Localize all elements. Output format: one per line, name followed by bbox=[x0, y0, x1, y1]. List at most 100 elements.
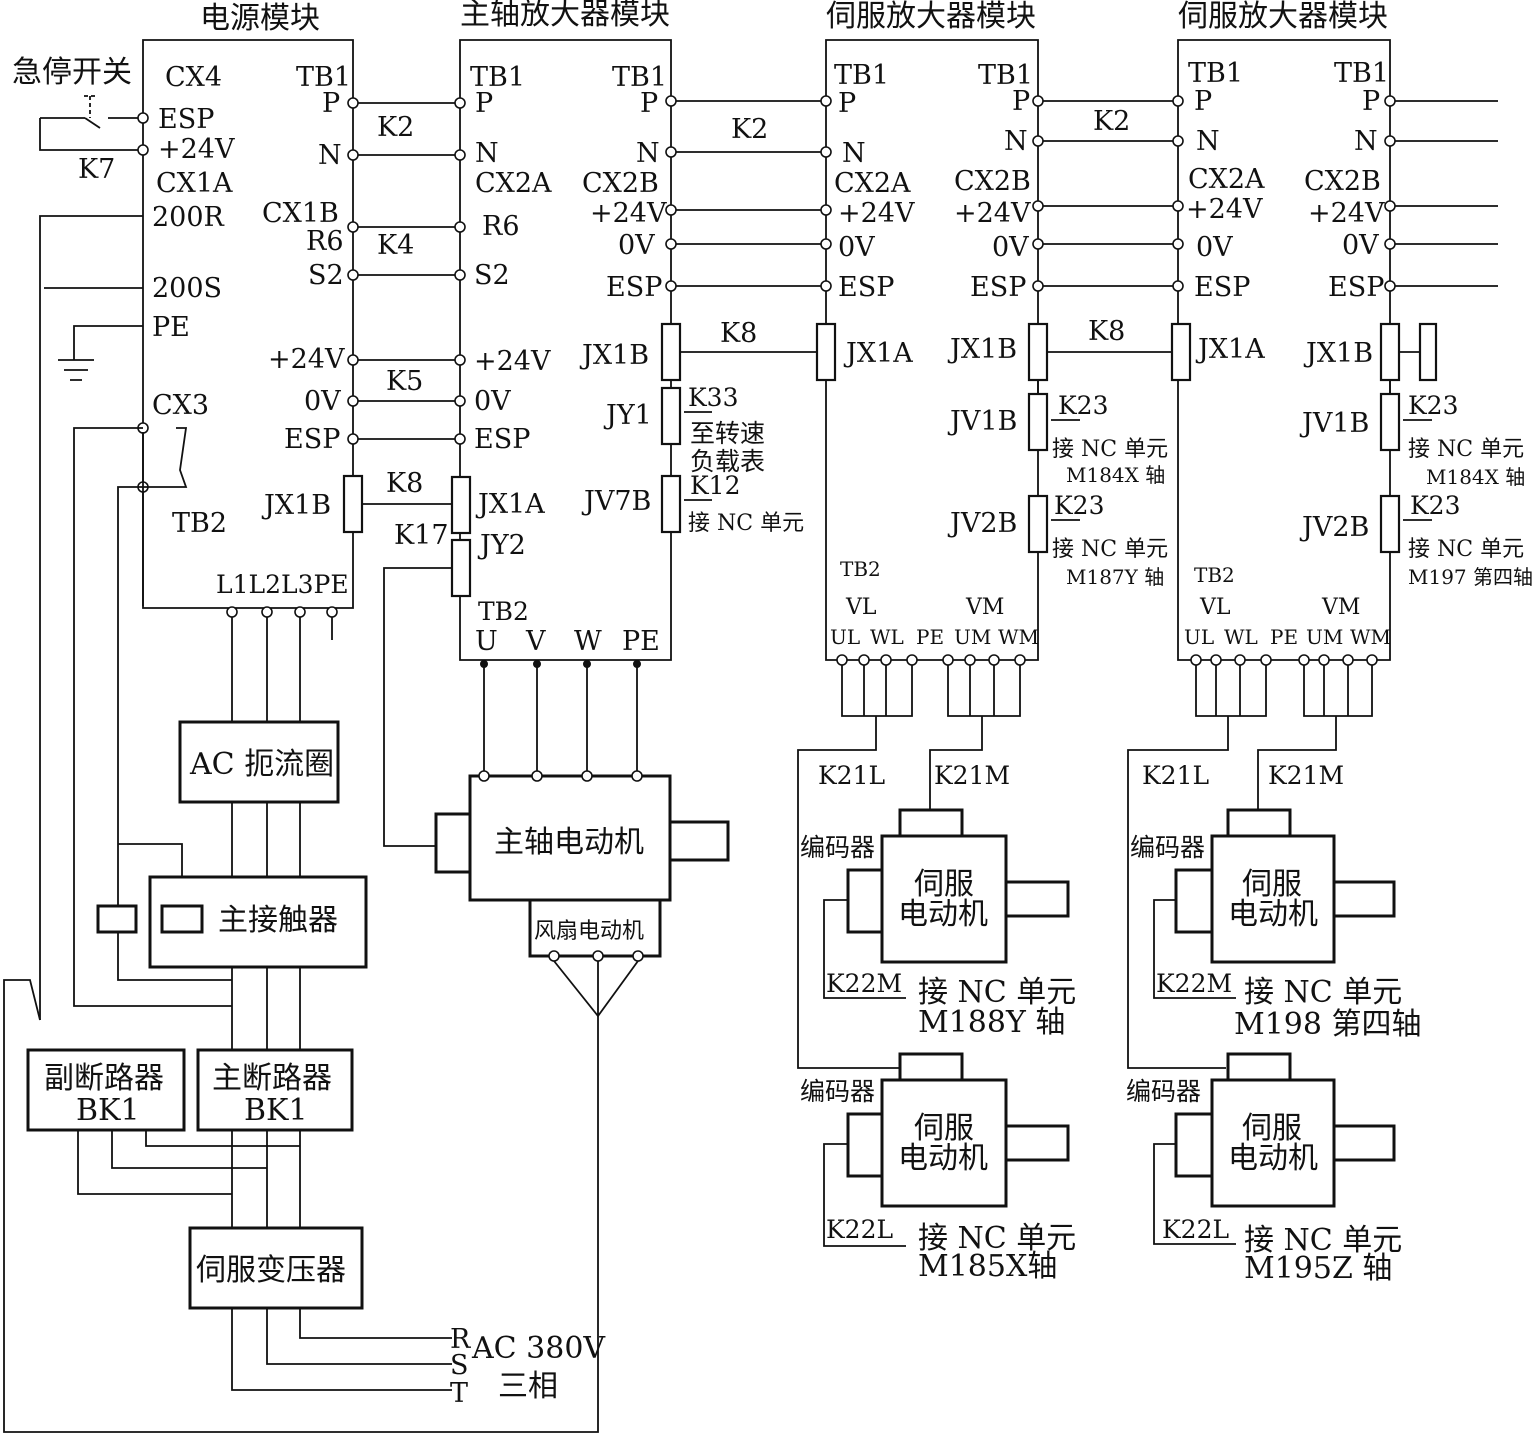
reactor-to-contactor bbox=[231, 802, 301, 877]
s1-cx2a: CX2A bbox=[834, 168, 911, 199]
sp-n-left: N bbox=[475, 138, 499, 169]
s1-jx1a-connector bbox=[815, 322, 837, 382]
servo2-out-wires bbox=[1395, 100, 1498, 287]
sp-tb2: TB2 bbox=[478, 597, 529, 626]
ac-reactor-label: AC 扼流圈 bbox=[189, 747, 334, 782]
sm3-k21l: K21L bbox=[1142, 761, 1209, 790]
cable-k8-a: K8 bbox=[386, 468, 423, 499]
s1-wl: WL bbox=[870, 625, 904, 649]
sp-jv7b-connector bbox=[660, 474, 682, 534]
servo-amp-2-outline bbox=[1177, 39, 1391, 661]
sp-jv7b: JV7B bbox=[581, 486, 651, 517]
s2-nc2: 接 NC 单元 bbox=[1408, 537, 1524, 562]
cable-k8-b: K8 bbox=[720, 318, 757, 349]
s1-jv1b-connector bbox=[1027, 392, 1049, 452]
servo-amp-1-outline bbox=[825, 39, 1039, 661]
sm4-encoder bbox=[1174, 1112, 1214, 1178]
sp-k33: K33 bbox=[688, 383, 739, 412]
sp-tb1-left: TB1 bbox=[470, 62, 525, 93]
s1-p-right: P bbox=[1012, 86, 1030, 117]
s2-jx1b-connector bbox=[1379, 322, 1401, 382]
sm4-terminal-box bbox=[1226, 1052, 1292, 1082]
servo-transformer-box bbox=[188, 1226, 364, 1310]
s1-n-left: N bbox=[842, 138, 866, 169]
main-breaker-line-1: 主断路器 bbox=[212, 1061, 332, 1096]
sp-r6: R6 bbox=[482, 211, 520, 242]
s2-esp-right: ESP bbox=[1328, 272, 1384, 303]
servo2-right-terminals bbox=[1384, 95, 1396, 292]
sp-p-left: P bbox=[475, 88, 493, 119]
sp-v0-left: 0V bbox=[474, 386, 511, 417]
sp-esp-right: ESP bbox=[606, 272, 662, 303]
s2-jx1a: JX1A bbox=[1195, 334, 1265, 365]
s1-um: UM bbox=[954, 625, 991, 649]
power-module-outline bbox=[142, 39, 354, 609]
esp2-label: ESP bbox=[284, 424, 340, 455]
s1-pe: PE bbox=[916, 625, 944, 649]
sm3-encoder bbox=[1174, 868, 1214, 934]
cable-k4: K4 bbox=[377, 230, 414, 261]
sm3-axis: M198 第四轴 bbox=[1234, 1007, 1422, 1042]
sp-w: W bbox=[574, 626, 602, 657]
sm1-k22: K22M bbox=[826, 969, 902, 998]
sp-cx2a: CX2A bbox=[475, 168, 552, 199]
s2-jx1b: JX1B bbox=[1303, 338, 1373, 369]
servo-amp-1: TB1 P N CX2A +24V 0V ESP JX1A TB1 P N CX… bbox=[797, 39, 1168, 1069]
s1-tb1-right: TB1 bbox=[978, 60, 1033, 91]
s2-vl: VL bbox=[1199, 595, 1231, 620]
main-contactor-label: 主接触器 bbox=[218, 903, 338, 938]
servo-motor-1: K21L K21M 编码器 伺服 电动机 K22M 接 NC 单元 M188Y … bbox=[800, 761, 1076, 1040]
spindle-motor-encoder bbox=[434, 812, 472, 874]
servo-amp-1-title: 伺服放大器模块 bbox=[826, 0, 1036, 34]
power-tb1-terminals bbox=[347, 97, 359, 445]
esp-label: ESP bbox=[158, 104, 214, 135]
spindle-amp-title: 主轴放大器模块 bbox=[460, 0, 670, 32]
s1-ul: UL bbox=[830, 625, 860, 649]
breaker-to-transformer bbox=[231, 1130, 301, 1228]
sm2-nc: 接 NC 单元 bbox=[918, 1221, 1076, 1256]
sp-jy2-connector bbox=[450, 538, 472, 598]
sm2-title-1: 伺服 bbox=[914, 1111, 974, 1146]
power-spindle-wires bbox=[358, 102, 455, 505]
sm3-nc: 接 NC 单元 bbox=[1244, 975, 1402, 1010]
sp-jx1b-connector bbox=[660, 322, 682, 382]
jx1b-label: JX1B bbox=[261, 490, 331, 521]
sm2-k22: K22L bbox=[826, 1215, 893, 1244]
sm3-encoder-label: 编码器 bbox=[1130, 833, 1205, 862]
sp-jx1a-connector bbox=[450, 475, 472, 535]
supply-voltage: AC 380V bbox=[471, 1331, 606, 1366]
s2-tb1-left: TB1 bbox=[1188, 58, 1243, 89]
sm2-encoder-cable bbox=[823, 1143, 906, 1247]
sp-pe: PE bbox=[622, 626, 660, 657]
s1-jx1b-connector bbox=[1027, 322, 1049, 382]
fan-motor-wiring bbox=[553, 960, 639, 1018]
s2-p-right: P bbox=[1362, 86, 1380, 117]
sp-esp-left: ESP bbox=[474, 424, 530, 455]
sm4-encoder-cable bbox=[1153, 1143, 1236, 1245]
sm2-title-2: 电动机 bbox=[898, 1141, 988, 1176]
s1-jv2b-connector bbox=[1027, 494, 1049, 554]
l-terminal-drops bbox=[231, 617, 333, 722]
aux-feed-loop bbox=[3, 979, 599, 1433]
sm1-nc: 接 NC 单元 bbox=[918, 975, 1076, 1010]
cx3-wire-1 bbox=[73, 427, 232, 1007]
k7-label: K7 bbox=[78, 154, 115, 185]
s2-jx1a-connector bbox=[1170, 322, 1192, 382]
cx1a-label: CX1A bbox=[156, 168, 233, 199]
esp-node bbox=[137, 112, 149, 124]
phase-t: T bbox=[450, 1378, 468, 1409]
s2-wm: WM bbox=[1350, 625, 1391, 649]
l-terms-label: L1L2L3PE bbox=[216, 570, 349, 599]
cx1b-label: CX1B bbox=[262, 198, 339, 229]
sm4-title-1: 伺服 bbox=[1242, 1111, 1302, 1146]
three-phase-input bbox=[231, 1308, 452, 1391]
sm1-encoder-cable bbox=[823, 899, 906, 999]
main-breaker-box bbox=[196, 1048, 354, 1132]
sm4-k22: K22L bbox=[1162, 1215, 1229, 1244]
s2-nc1: 接 NC 单元 bbox=[1408, 437, 1524, 462]
module-titles: 电源模块 主轴放大器模块 伺服放大器模块 伺服放大器模块 bbox=[200, 0, 1388, 36]
sp-jy2: JY2 bbox=[477, 530, 526, 561]
estop-actuator bbox=[84, 95, 96, 118]
servo-amp-2-title: 伺服放大器模块 bbox=[1178, 0, 1388, 34]
s1-k23a: K23 bbox=[1058, 391, 1109, 420]
